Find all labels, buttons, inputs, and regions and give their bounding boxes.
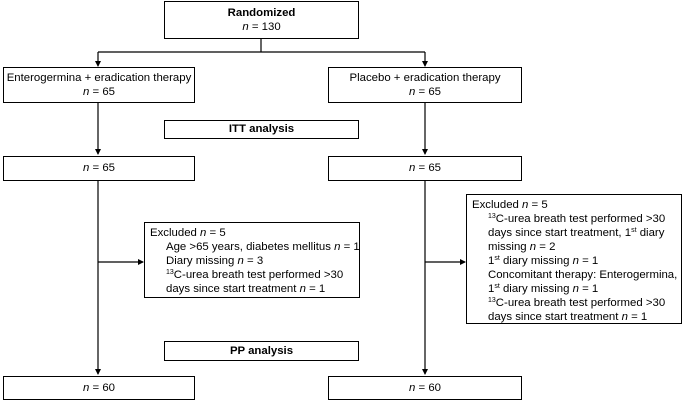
left-excluded-reason-breath-test: 13C-urea breath test performed >30: [166, 269, 344, 281]
right-pp-count-box: n = 60: [328, 376, 522, 400]
left-arm-count: n = 65: [82, 86, 115, 98]
left-arm-box: Enterogermina + eradication therapy n = …: [3, 67, 195, 103]
randomized-box: Randomized n = 130: [164, 1, 359, 39]
left-pp-count-box: n = 60: [3, 376, 195, 400]
left-excluded-reason-diary: Diary missing n = 3: [166, 255, 264, 267]
left-excluded-box: Excluded n = 5 Age >65 years, diabetes m…: [144, 222, 360, 298]
left-excluded-header: Excluded n = 5: [150, 227, 226, 239]
left-itt-count-box: n = 65: [3, 156, 195, 181]
right-excluded-reason-breath-test: 13C-urea breath test performed >30: [488, 297, 666, 309]
randomized-count: n = 130: [242, 21, 281, 33]
right-itt-count-box: n = 65: [328, 156, 522, 181]
left-excluded-reason-breath-test-cont: days since start treatment n = 1: [166, 283, 326, 295]
right-arm-count: n = 65: [408, 86, 441, 98]
right-excluded-reason-diary: 1st diary missing n = 1: [488, 255, 599, 267]
itt-analysis-label: ITT analysis: [164, 120, 359, 139]
randomized-title: Randomized: [227, 7, 296, 19]
left-arm-title: Enterogermina + eradication therapy: [6, 72, 192, 84]
left-excluded-reason-age: Age >65 years, diabetes mellitus n = 1: [166, 241, 360, 253]
right-excluded-box: Excluded n = 5 13C-urea breath test perf…: [466, 194, 682, 324]
right-excluded-header: Excluded n = 5: [472, 199, 548, 211]
pp-analysis-label: PP analysis: [164, 341, 359, 361]
right-excluded-reason-concomitant: Concomitant therapy: Enterogermina,: [488, 269, 678, 281]
right-arm-box: Placebo + eradication therapy n = 65: [328, 67, 522, 103]
right-arm-title: Placebo + eradication therapy: [349, 72, 501, 84]
right-excluded-reason-breath-test-diary: 13C-urea breath test performed >30: [488, 213, 666, 225]
